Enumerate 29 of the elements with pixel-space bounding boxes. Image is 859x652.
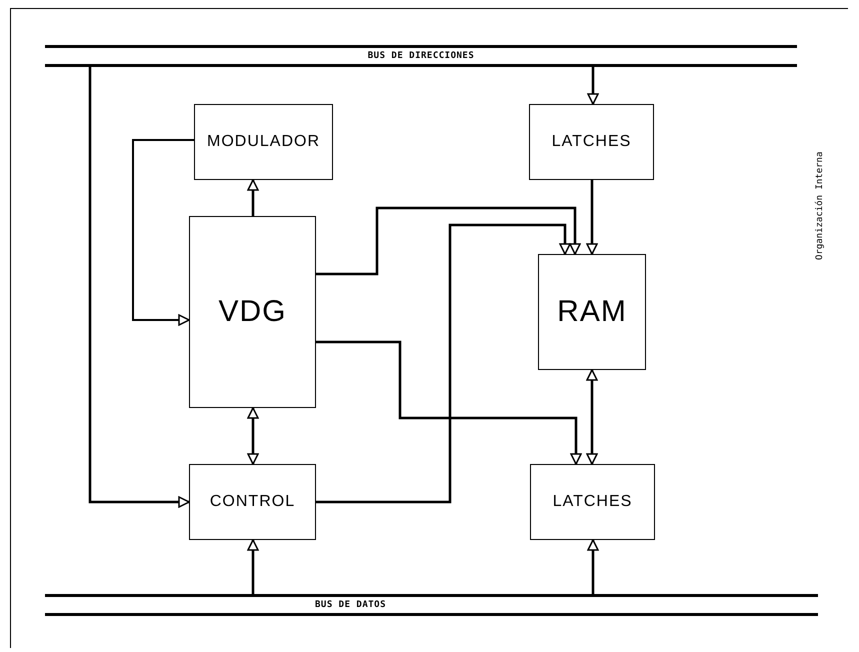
arrow bbox=[587, 539, 599, 594]
block-box bbox=[530, 464, 655, 540]
arrow bbox=[587, 67, 599, 105]
side-caption: Organización Interna bbox=[815, 150, 825, 260]
bus-label: BUS DE DATOS bbox=[315, 600, 386, 610]
arrow bbox=[247, 179, 259, 216]
arrow bbox=[316, 224, 571, 504]
arrow bbox=[247, 407, 259, 465]
arrow bbox=[316, 340, 582, 465]
bus-band bbox=[45, 594, 818, 616]
block-box bbox=[529, 104, 654, 180]
block-box bbox=[194, 104, 333, 180]
block-label: LATCHES bbox=[552, 493, 632, 511]
arrow bbox=[316, 206, 581, 276]
bus-label: BUS DE DIRECCIONES bbox=[368, 51, 474, 61]
block-label: RAM bbox=[557, 295, 627, 329]
block-label: CONTROL bbox=[210, 493, 296, 511]
arrow bbox=[586, 369, 598, 465]
arrow bbox=[88, 67, 190, 508]
block-label: MODULADOR bbox=[206, 133, 320, 151]
arrow bbox=[132, 139, 194, 326]
block-box bbox=[189, 464, 316, 540]
block-box bbox=[189, 216, 316, 408]
arrow bbox=[586, 180, 598, 255]
block-label: VDG bbox=[218, 295, 286, 329]
block-box bbox=[538, 254, 646, 370]
arrow bbox=[247, 539, 259, 594]
block-label: LATCHES bbox=[552, 133, 632, 151]
bus-band bbox=[45, 45, 797, 67]
